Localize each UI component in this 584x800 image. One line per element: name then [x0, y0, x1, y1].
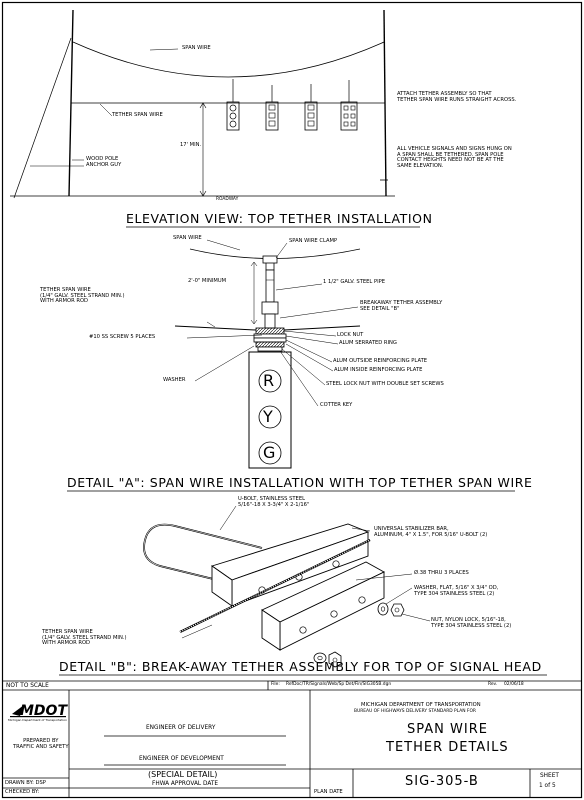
engineer-of-development: ENGINEER OF DEVELOPMENT: [139, 756, 224, 762]
detail-b-graphics: [143, 505, 431, 668]
rev-date: 02/06/18: [504, 682, 524, 687]
label-tether-span-wire: TETHER SPAN WIRE: [112, 112, 163, 118]
label-a-tether-wire: TETHER SPAN WIRE (1/4" GALV. STEEL STRAN…: [40, 287, 125, 305]
label-span-wire: SPAN WIRE: [182, 45, 211, 51]
label-breakaway: BREAKAWAY TETHER ASSEMBLY SEE DETAIL "B": [360, 300, 443, 312]
file-label: File:: [271, 682, 280, 687]
lens-green: G: [263, 443, 276, 462]
label-inside-plate: ALUM INSIDE REINFORCING PLATE: [334, 367, 423, 373]
agency-name: MICHIGAN DEPARTMENT OF TRANSPORTATION: [361, 702, 481, 708]
label-outside-plate: ALUM OUTSIDE REINFORCING PLATE: [333, 358, 428, 364]
detail-a-graphics: [174, 239, 361, 469]
label-cotter-key: COTTER KEY: [320, 402, 353, 408]
elevation-view: [10, 9, 395, 199]
not-to-scale: NOT TO SCALE: [6, 683, 49, 689]
label-wood-pole: WOOD POLE: [86, 156, 119, 162]
lens-red: R: [263, 371, 275, 390]
detail-b-title: DETAIL "B": BREAK-AWAY TETHER ASSEMBLY F…: [59, 659, 542, 674]
label-nylon-nut: NUT, NYLON LOCK, 5/16"-18, TYPE 304 STAI…: [431, 617, 512, 629]
elevation-view-title: ELEVATION VIEW: TOP TETHER INSTALLATION: [126, 211, 433, 226]
label-anchor-guy: ANCHOR GUY: [86, 162, 122, 168]
label-serrated-ring: ALUM SERRATED RING: [339, 340, 397, 346]
label-steel-pipe: 1 1/2" GALV. STEEL PIPE: [323, 279, 386, 285]
bureau-name: BUREAU OF HIGHWAYS DELIVERY STANDARD PLA…: [354, 709, 476, 714]
checked-by: CHECKED BY:: [5, 789, 40, 795]
signal-heads: [226, 80, 358, 131]
label-lock-nut: LOCK NUT: [337, 332, 364, 338]
mdot-logo-mark: [10, 705, 66, 718]
plan-title-line2: TETHER DETAILS: [386, 740, 509, 755]
label-washer-b: WASHER, FLAT, 5/16" X 3/4" OD, TYPE 304 …: [414, 585, 499, 597]
sheet-label: SHEET: [540, 773, 559, 779]
note-attach-tether: ATTACH TETHER ASSEMBLY SO THAT TETHER SP…: [397, 91, 517, 103]
fhwa-approval-date: FHWA APPROVAL DATE: [152, 781, 219, 787]
rev-label: Rev.: [488, 682, 498, 687]
label-ss-screw: #10 SS SCREW 5 PLACES: [89, 334, 156, 340]
plan-title-line1: SPAN WIRE: [407, 722, 488, 737]
label-roadway: ROADWAY: [216, 197, 239, 202]
title-block-lines: [2, 680, 582, 797]
label-a-span-wire: SPAN WIRE: [173, 235, 202, 241]
special-detail: (SPECIAL DETAIL): [148, 770, 218, 779]
label-stabilizer-bar: UNIVERSAL STABILIZER BAR, ALUMINUM, 4" X…: [374, 526, 488, 538]
sheet-id: SIG-305-B: [405, 774, 479, 789]
anchor-guy: [13, 37, 72, 199]
detail-a-title: DETAIL "A": SPAN WIRE INSTALLATION WITH …: [67, 475, 533, 490]
prepared-by: PREPARED BY TRAFFIC AND SAFETY: [13, 738, 69, 750]
label-span-wire-clamp: SPAN WIRE CLAMP: [289, 238, 338, 244]
label-min-dimension: 2'-0" MINIMUM: [188, 278, 227, 284]
mdot-logo-subtitle: Michigan Department of Transportation: [8, 718, 68, 722]
plan-date: PLAN DATE: [314, 789, 343, 795]
file-path: RefDoc/TR/Signals/Web/Sp Det/Fin/SIG305B…: [286, 682, 392, 687]
drawn-by: DRAWN BY: DSP: [5, 780, 46, 786]
label-washer-a: WASHER: [163, 377, 186, 383]
engineer-of-delivery: ENGINEER OF DELIVERY: [146, 725, 216, 731]
lens-yellow: Y: [263, 407, 273, 426]
label-ubolt: U-BOLT, STAINLESS STEEL 5/16"-18 X 3-3/4…: [238, 496, 310, 508]
label-steel-lock-nut: STEEL LOCK NUT WITH DOUBLE SET SCREWS: [326, 381, 444, 387]
label-min-height: 17' MIN.: [180, 142, 202, 148]
note-signals-tethered: ALL VEHICLE SIGNALS AND SIGNS HUNG ON A …: [397, 146, 512, 170]
label-holes: Ø.38 THRU 3 PLACES: [414, 570, 469, 576]
sheet-number: 1 of 5: [539, 783, 556, 789]
label-b-tether-wire: TETHER SPAN WIRE (1/4" GALV. STEEL STRAN…: [42, 629, 127, 647]
mdot-logo: MDOT: [20, 703, 68, 719]
span-wire-line: [72, 41, 385, 78]
